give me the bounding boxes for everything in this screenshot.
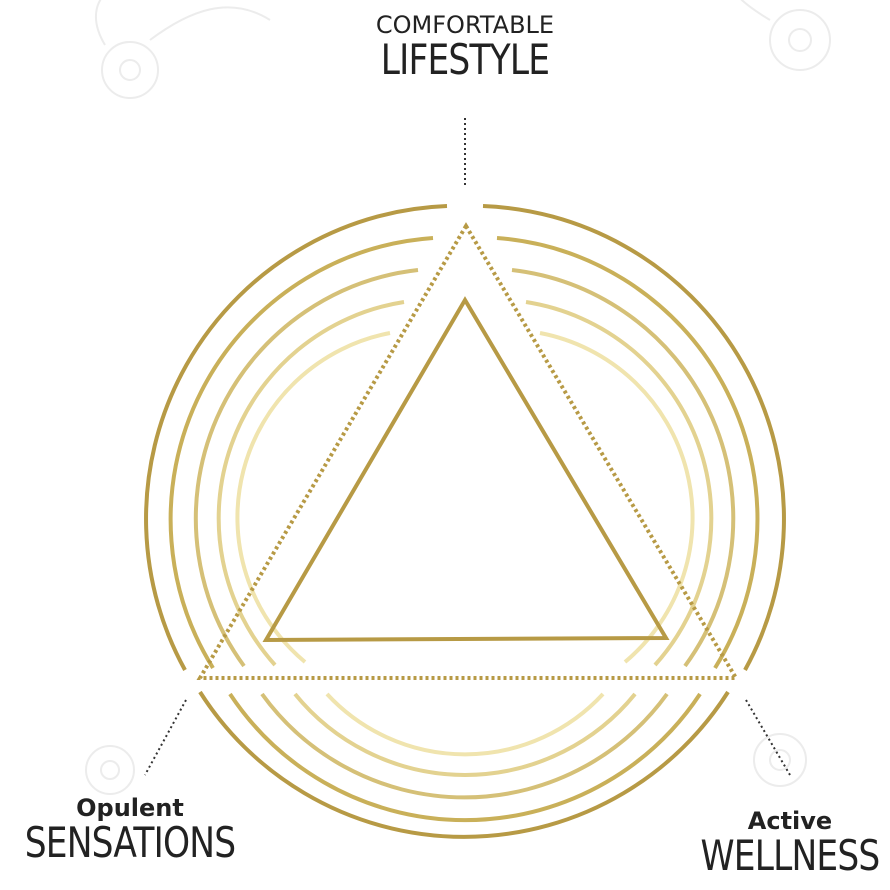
label-active-wellness: Active WELLNESS [680,808,890,878]
label-top-big: LIFESTYLE [354,38,575,82]
flower-ornament-icon [96,0,270,98]
ring-3 [196,270,733,797]
inner-solid-triangle [266,300,666,640]
flower-ornament-icon [730,0,830,70]
label-left-big: SENSATIONS [23,821,236,865]
ring-2 [171,238,758,820]
connector-left [145,700,186,775]
label-right-big: WELLNESS [700,834,880,878]
flower-ornament-icon [754,734,806,786]
label-opulent-sensations: Opulent SENSATIONS [0,795,260,865]
flower-ornament-icon [86,746,134,794]
ring-4 [219,302,712,775]
label-comfortable-lifestyle: COMFORTABLE LIFESTYLE [330,12,600,82]
ring-inner [237,333,692,754]
